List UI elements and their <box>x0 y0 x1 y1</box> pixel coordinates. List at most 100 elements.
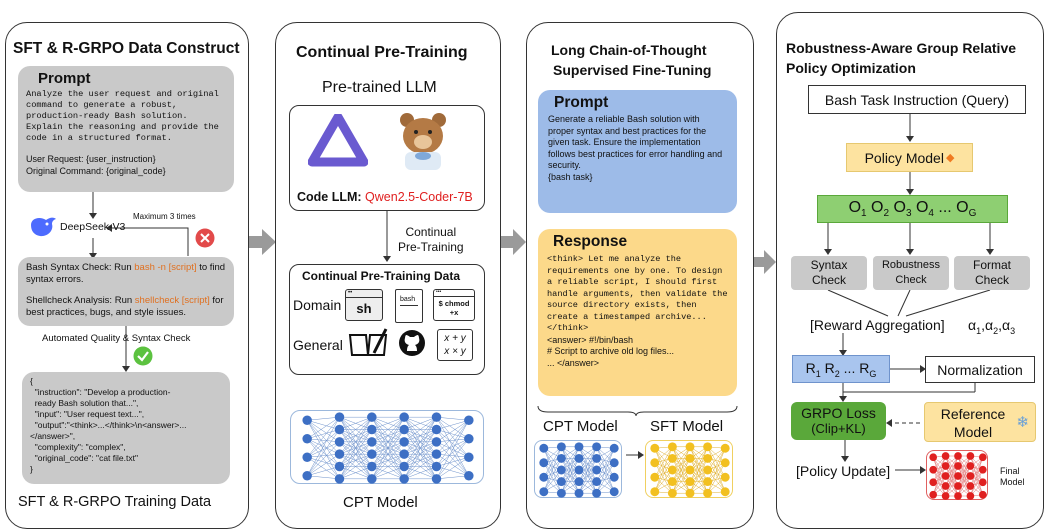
policy-model-box: Policy Model ◆ <box>846 143 973 172</box>
sft-prompt-box: Prompt Generate a reliable Bash solution… <box>538 90 737 213</box>
network-edge <box>970 465 984 495</box>
network-edge <box>339 429 373 479</box>
network-edge <box>561 446 580 482</box>
network-edge <box>339 453 372 480</box>
query-box: Bash Task Instruction (Query) <box>808 85 1026 114</box>
network-node <box>367 412 377 422</box>
network-edge <box>403 417 437 479</box>
network-node <box>609 487 619 497</box>
network-edge <box>945 455 959 477</box>
network-node <box>367 474 377 484</box>
network-edge <box>436 475 469 480</box>
bear-mascot-icon <box>395 110 451 172</box>
network-node <box>574 477 584 487</box>
final-network-graph <box>929 452 987 500</box>
network-edge <box>307 429 340 439</box>
network-edge <box>932 457 946 487</box>
json-line: { <box>30 376 33 386</box>
network-node <box>609 472 619 482</box>
panel3-title-2: Supervised Fine-Tuning <box>553 62 712 78</box>
network-node <box>978 465 987 474</box>
network-edge <box>371 441 405 479</box>
network-edge <box>672 469 691 494</box>
chmod-terminal-icon: ••• $ chmod +x <box>433 289 475 321</box>
network-node <box>556 442 566 452</box>
general-label: General <box>293 337 343 353</box>
network-edge <box>436 453 469 476</box>
reference-model-box: Reference Model ❄ <box>924 402 1036 442</box>
network-node <box>929 453 938 462</box>
panel2-footer: CPT Model <box>343 494 418 511</box>
network-node <box>464 452 474 462</box>
network-edge <box>543 462 562 494</box>
network-edge <box>371 429 405 479</box>
network-edge <box>957 465 971 497</box>
network-node <box>650 458 660 468</box>
network-node <box>941 482 950 490</box>
network-node <box>574 453 584 463</box>
network-node <box>302 452 312 462</box>
network-node <box>966 472 975 480</box>
network-edge <box>945 455 959 497</box>
network-edge <box>307 475 340 480</box>
sft-prompt-task: {bash task} <box>548 171 593 182</box>
network-edge <box>707 448 726 494</box>
pretrained-llm-label: Pre-trained LLM <box>322 79 437 96</box>
book-pen-icon <box>348 327 388 359</box>
network-edge <box>436 453 469 458</box>
network-edge <box>436 457 469 467</box>
network-edge <box>339 417 373 455</box>
network-edge <box>307 453 340 458</box>
network-edge <box>689 446 708 494</box>
sft-sft-network-graph <box>650 442 730 498</box>
network-node <box>592 465 602 475</box>
error-x-icon <box>195 228 215 248</box>
network-node <box>978 453 987 462</box>
network-node <box>667 453 677 463</box>
sft-response-heading: Response <box>553 233 628 250</box>
network-edge <box>543 469 562 492</box>
network-node <box>592 442 602 452</box>
network-node <box>650 443 660 453</box>
network-node <box>929 478 938 487</box>
network-edge <box>436 416 469 439</box>
network-edge <box>672 446 691 482</box>
network-edge <box>596 448 615 471</box>
network-node <box>399 424 409 435</box>
panel4-title-1: Robustness-Aware Group Relative <box>786 40 1017 56</box>
network-edge <box>596 462 615 494</box>
network-edge <box>578 446 597 471</box>
network-node <box>302 434 312 444</box>
reward-aggregation-label: [Reward Aggregation] <box>810 317 945 333</box>
network-node <box>399 437 409 447</box>
network-edge <box>403 441 437 479</box>
policy-model-label: Policy Model <box>864 149 944 166</box>
network-node <box>720 472 730 482</box>
network-node <box>703 488 713 498</box>
network-node <box>334 424 345 435</box>
network-node <box>978 490 987 499</box>
network-edge <box>957 455 971 497</box>
grpo-loss-label: GRPO Loss <box>801 405 876 421</box>
network-edge <box>306 441 340 476</box>
network-node <box>334 437 345 447</box>
json-line: "instruction": "Develop a production- <box>30 387 171 397</box>
panel1-footer: SFT & R-GRPO Training Data <box>18 494 212 510</box>
json-line: } <box>30 464 33 474</box>
network-node <box>703 442 713 452</box>
network-edge <box>339 416 372 430</box>
network-edge <box>970 455 984 483</box>
network-edge <box>707 448 726 482</box>
network-edge <box>654 458 673 492</box>
domain-label: Domain <box>293 297 342 313</box>
shellcheck-text: Shellcheck Analysis: Run shellcheck [scr… <box>26 295 224 318</box>
network-edge <box>404 466 437 480</box>
deepseek-whale-icon <box>28 213 58 239</box>
network-edge <box>543 448 562 482</box>
qwen-logo-icon <box>308 114 368 170</box>
network-node <box>431 449 442 459</box>
outputs-label: O1 O2 O3 O4 ... OG <box>848 198 977 220</box>
network-edge <box>436 420 470 467</box>
reference-model-label: Reference Model <box>940 406 1006 440</box>
network-edge <box>307 457 340 480</box>
